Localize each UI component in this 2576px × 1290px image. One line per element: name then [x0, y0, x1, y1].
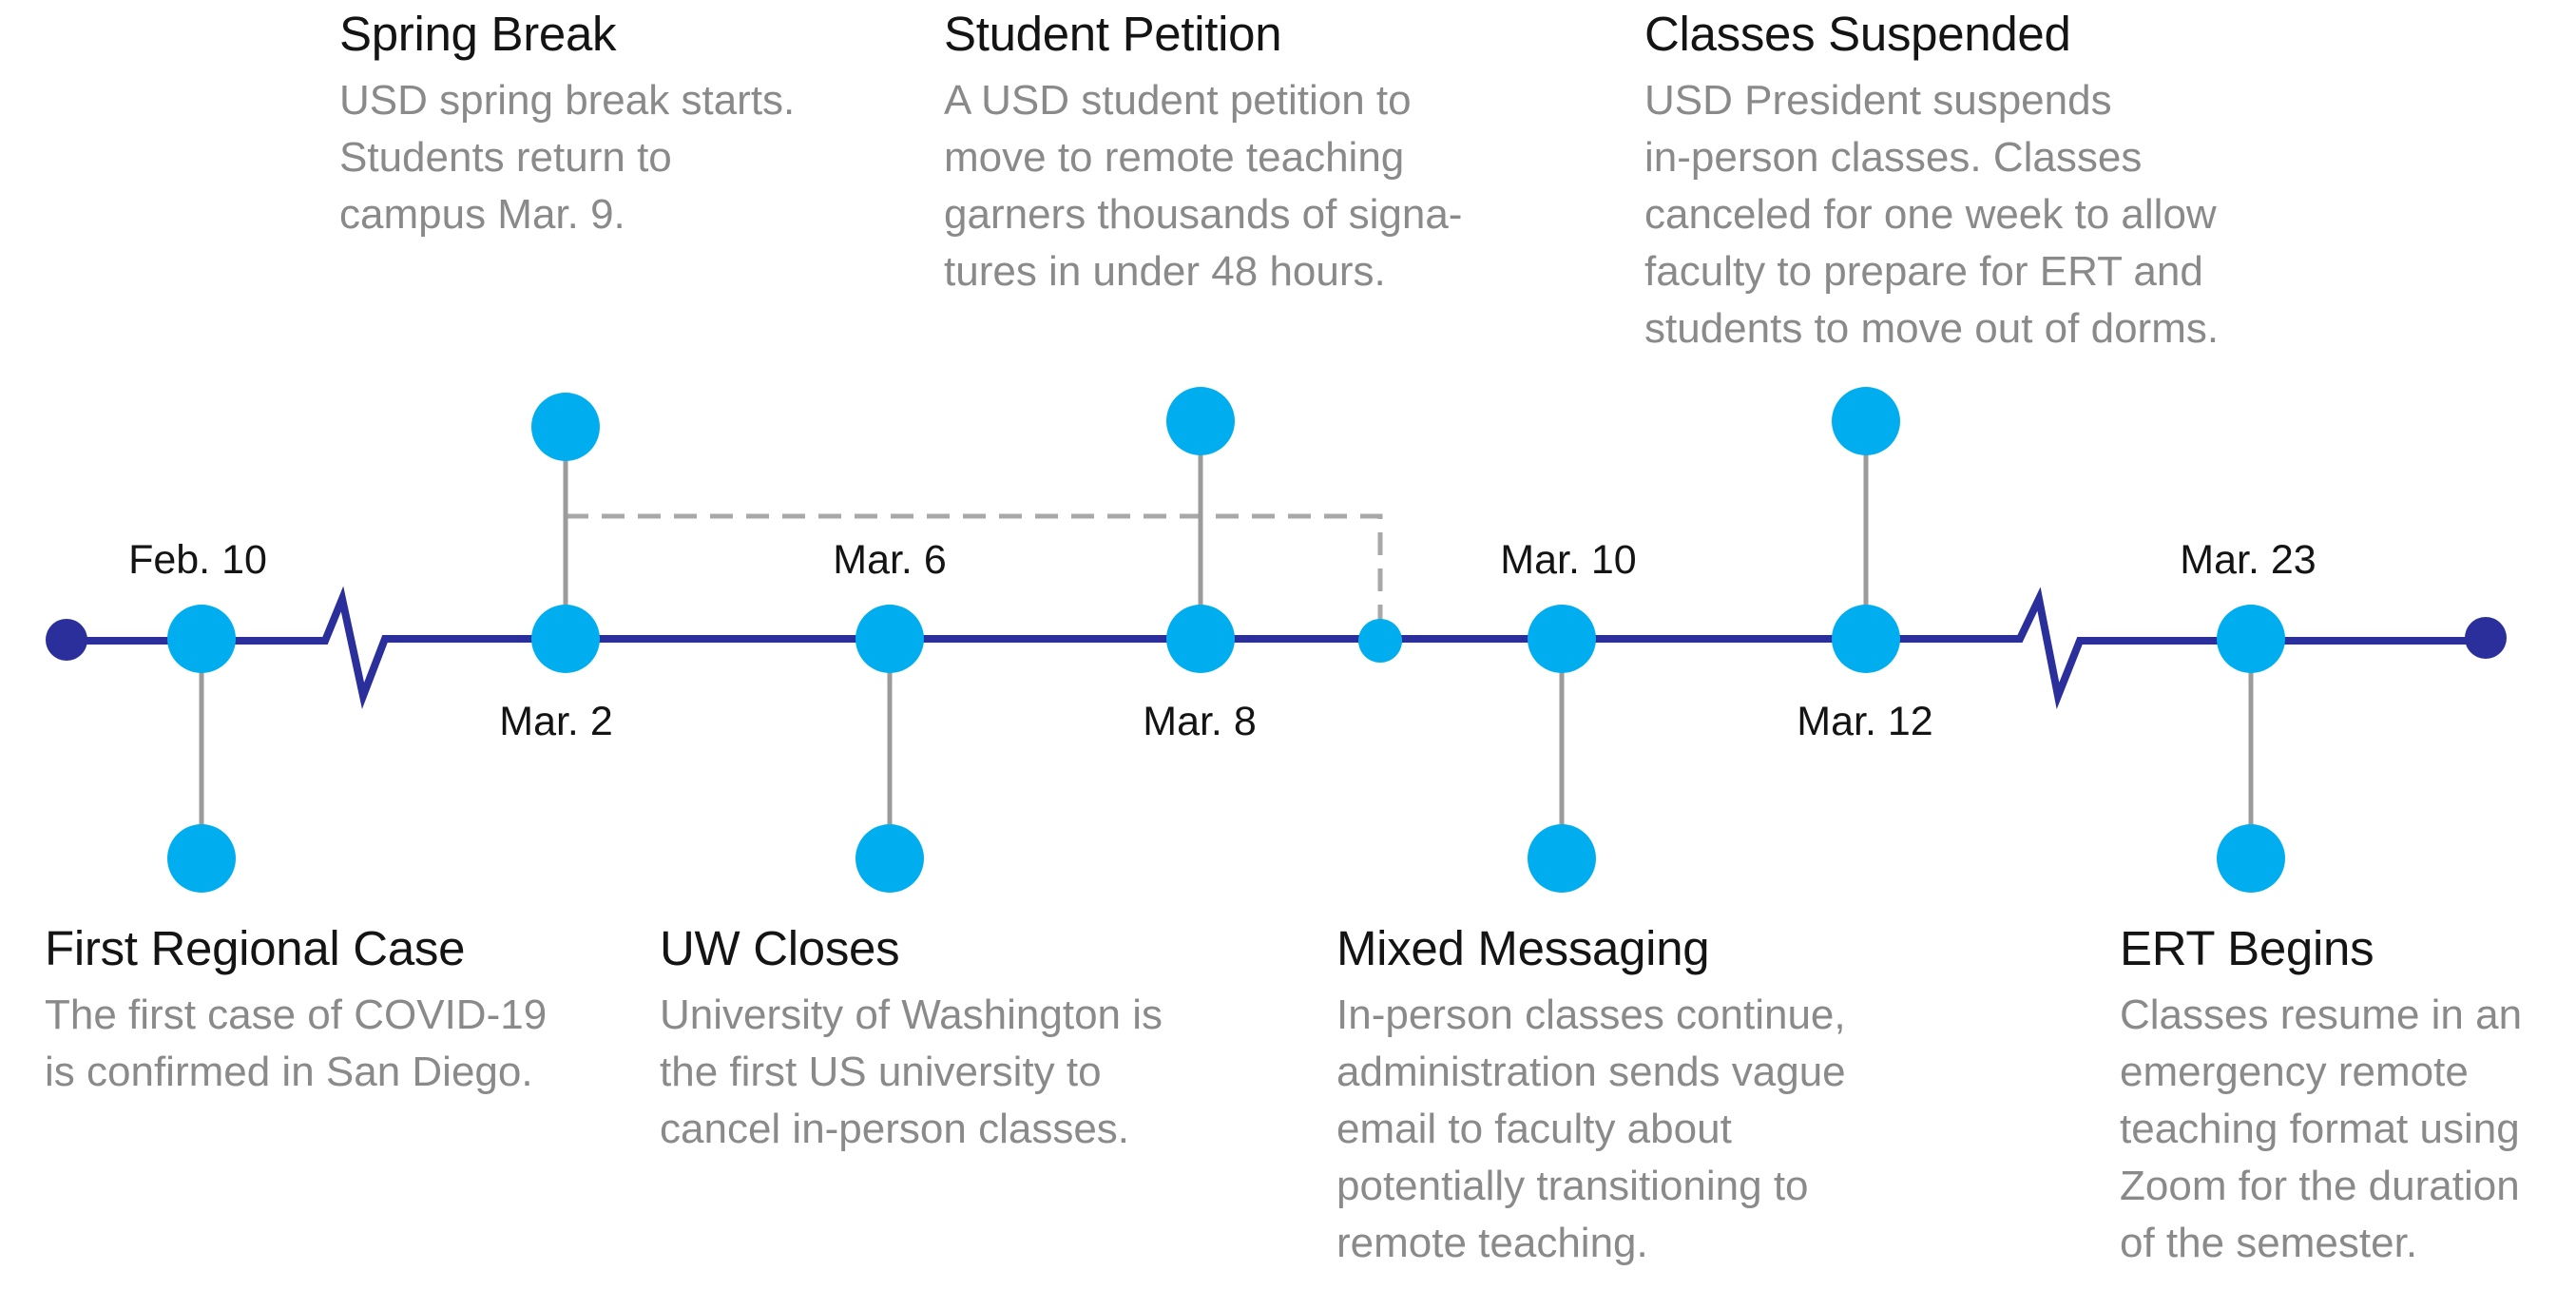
- event-node-first-regional-case: [167, 824, 236, 893]
- event-first-regional-case: First Regional Case The first case of CO…: [45, 919, 547, 1101]
- description-line: move to remote teaching: [944, 134, 1405, 182]
- date-label-mar12: Mar. 12: [1797, 699, 1933, 744]
- event-description: The first case of COVID-19 is confirmed …: [45, 987, 547, 1101]
- event-student-petition: Student Petition A USD student petition …: [944, 5, 1462, 300]
- description-line: the first US university to: [660, 1049, 1102, 1096]
- event-description: University of Washington is the first US…: [660, 987, 1163, 1158]
- event-classes-suspended: Classes Suspended USD President suspends…: [1644, 5, 2219, 357]
- event-node-spring-break: [531, 393, 600, 461]
- event-description: USD spring break starts. Students return…: [339, 72, 795, 243]
- event-title: Classes Suspended: [1644, 7, 2071, 61]
- description-line: emergency remote: [2120, 1049, 2469, 1096]
- axis-node-feb10: [167, 605, 236, 673]
- event-title: Mixed Messaging: [1336, 921, 1710, 975]
- event-node-student-petition: [1166, 387, 1235, 455]
- spring-break-span-connector: [566, 513, 1383, 623]
- description-line: potentially transitioning to: [1336, 1163, 1809, 1210]
- axis-node-mar12: [1832, 605, 1900, 673]
- description-line: USD spring break starts.: [339, 77, 796, 125]
- description-line: campus Mar. 9.: [339, 191, 625, 239]
- description-line: In-person classes continue,: [1336, 992, 1846, 1039]
- event-description: USD President suspends in-person classes…: [1644, 72, 2219, 357]
- date-label-feb10: Feb. 10: [128, 537, 267, 583]
- axis-end-cap: [2465, 617, 2507, 659]
- event-title: Spring Break: [339, 7, 617, 61]
- description-line: in-person classes. Classes: [1644, 134, 2143, 182]
- description-line: email to faculty about: [1336, 1106, 1732, 1153]
- description-line: canceled for one week to allow: [1644, 191, 2217, 239]
- timeline-axis: [67, 586, 2486, 710]
- event-ert-begins: ERT Begins Classes resume in an emergenc…: [2120, 919, 2522, 1272]
- event-node-uw-closes: [855, 824, 924, 893]
- axis-node-mar23: [2217, 605, 2285, 673]
- description-line: is confirmed in San Diego.: [45, 1049, 533, 1096]
- event-node-mixed-messaging: [1528, 824, 1596, 893]
- event-title: First Regional Case: [45, 921, 466, 975]
- description-line: administration sends vague: [1336, 1049, 1846, 1096]
- description-line: tures in under 48 hours.: [944, 248, 1386, 296]
- event-title: UW Closes: [660, 921, 900, 975]
- event-spring-break: Spring Break USD spring break starts. St…: [339, 5, 795, 243]
- description-line: students to move out of dorms.: [1644, 305, 2220, 353]
- event-node-ert-begins: [2217, 824, 2285, 893]
- date-label-mar8: Mar. 8: [1143, 699, 1257, 744]
- event-description: In-person classes continue, administrati…: [1336, 987, 1846, 1272]
- date-label-mar23: Mar. 23: [2180, 537, 2316, 583]
- description-line: remote teaching.: [1336, 1220, 1648, 1267]
- description-line: faculty to prepare for ERT and: [1644, 248, 2203, 296]
- event-mixed-messaging: Mixed Messaging In-person classes contin…: [1336, 919, 1846, 1272]
- date-label-mar10: Mar. 10: [1500, 537, 1637, 583]
- event-description: Classes resume in an emergency remote te…: [2120, 987, 2522, 1272]
- description-line: cancel in-person classes.: [660, 1106, 1130, 1153]
- axis-node-mar2: [531, 605, 600, 673]
- date-label-mar2: Mar. 2: [499, 699, 613, 744]
- description-line: The first case of COVID-19: [45, 992, 548, 1039]
- axis-node-mar6: [855, 605, 924, 673]
- description-line: USD President suspends: [1644, 77, 2112, 125]
- description-line: A USD student petition to: [944, 77, 1412, 125]
- event-title: ERT Begins: [2120, 921, 2374, 975]
- axis-node-mar8: [1166, 605, 1235, 673]
- description-line: Classes resume in an: [2120, 992, 2523, 1039]
- description-line: Zoom for the duration: [2120, 1163, 2520, 1210]
- event-uw-closes: UW Closes University of Washington is th…: [660, 919, 1163, 1158]
- event-title: Student Petition: [944, 7, 1282, 61]
- description-line: garners thousands of signa-: [944, 191, 1463, 239]
- description-line: University of Washington is: [660, 992, 1163, 1039]
- date-label-mar6: Mar. 6: [833, 537, 947, 583]
- axis-node-mar9: [1358, 619, 1402, 663]
- description-line: Students return to: [339, 134, 672, 182]
- event-node-classes-suspended: [1832, 387, 1900, 455]
- description-line: teaching format using: [2120, 1106, 2520, 1153]
- description-line: of the semester.: [2120, 1220, 2418, 1267]
- axis-node-mar10: [1528, 605, 1596, 673]
- axis-start-cap: [46, 619, 87, 661]
- event-description: A USD student petition to move to remote…: [944, 72, 1462, 300]
